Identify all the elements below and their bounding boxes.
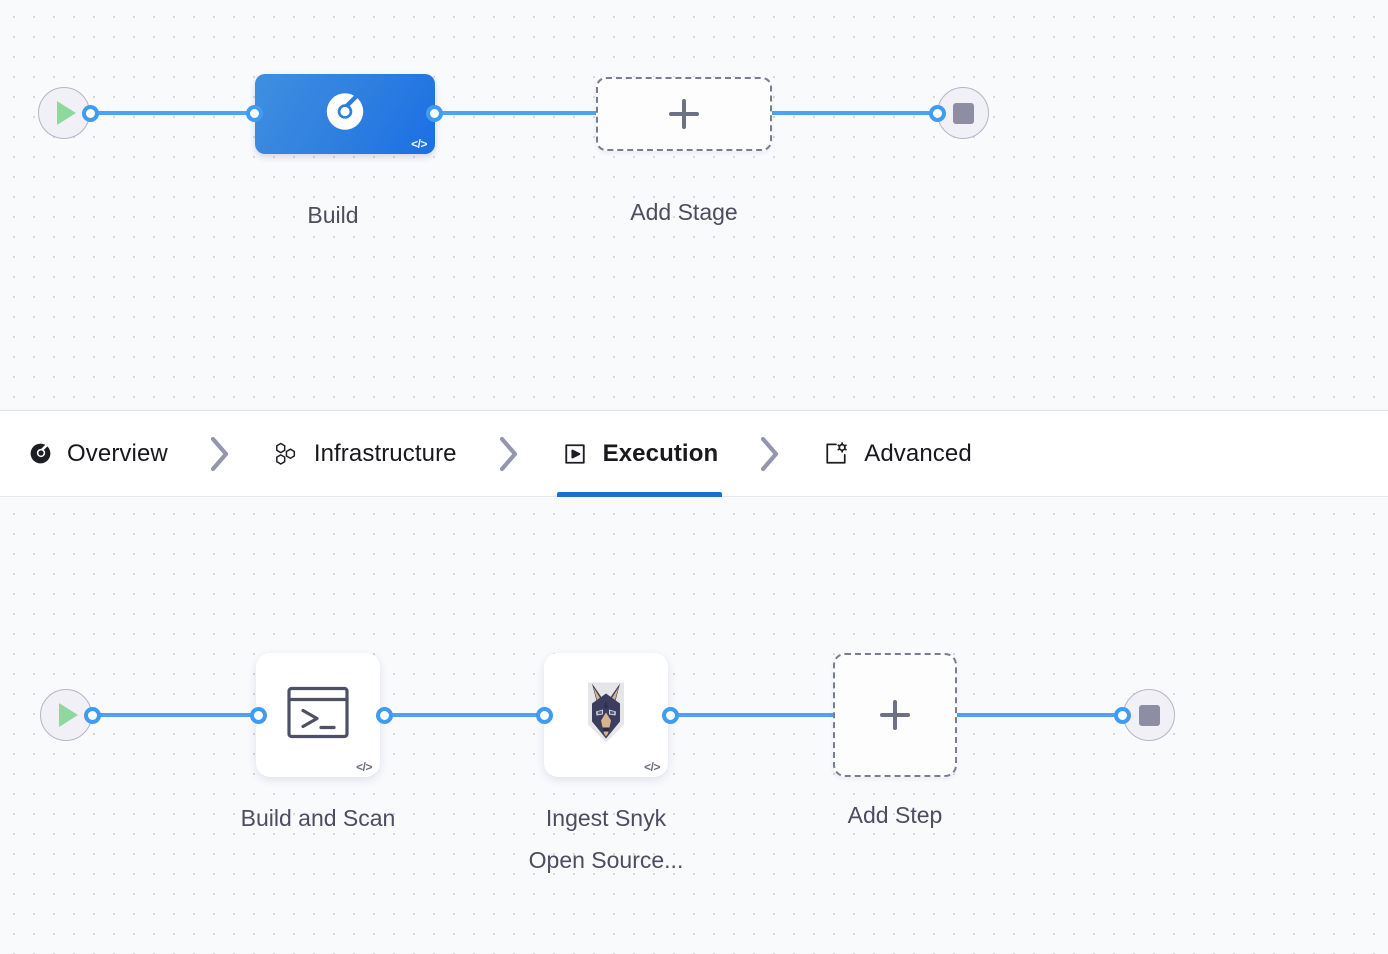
stage-label-build: Build <box>307 202 359 228</box>
link-buildscan-to-snyk <box>378 713 558 717</box>
stage-node-build[interactable]: </> <box>255 74 435 154</box>
connector-dot-end[interactable] <box>929 105 946 122</box>
snyk-doberman-icon <box>577 677 635 754</box>
connector-dot-buildscan-right[interactable] <box>376 707 393 724</box>
tab-advanced[interactable]: Advanced <box>818 410 976 497</box>
stop-icon <box>1138 704 1160 726</box>
play-icon <box>57 101 76 125</box>
connector-dot-build-in[interactable] <box>246 105 263 122</box>
execution-start-node[interactable] <box>40 689 92 741</box>
add-stage-button[interactable] <box>596 77 772 151</box>
connector-dot-exec-start[interactable] <box>84 707 101 724</box>
chevron-right-icon <box>172 410 268 497</box>
step-node-build-and-scan[interactable]: </> <box>256 653 380 777</box>
add-step-label: Add Step <box>847 802 943 828</box>
tab-label-execution: Execution <box>602 439 719 467</box>
plus-icon-vertical <box>893 700 897 730</box>
plus-icon-vertical <box>682 99 686 129</box>
harness-ci-icon <box>322 89 368 140</box>
step-label-ingest-snyk: Ingest Snyk Open Source... <box>528 805 684 873</box>
hexagons-icon <box>272 440 300 468</box>
execution-canvas[interactable]: </> Build and Scan <box>0 497 1388 954</box>
connector-dot-snyk-left[interactable] <box>536 707 553 724</box>
tab-infrastructure[interactable]: Infrastructure <box>268 410 461 497</box>
connector-dot-start[interactable] <box>82 105 99 122</box>
harness-ci-icon <box>28 441 53 466</box>
add-stage-label: Add Stage <box>630 199 738 225</box>
chevron-right-icon-2 <box>461 410 557 497</box>
tab-label-overview: Overview <box>67 439 168 467</box>
link-snyk-to-addstep <box>664 713 844 717</box>
tab-overview[interactable]: Overview <box>24 410 172 497</box>
code-badge: </> <box>411 137 427 151</box>
gear-corner-icon <box>822 440 850 468</box>
link-start-to-buildscan <box>86 713 266 717</box>
connector-dot-buildscan-left[interactable] <box>250 707 267 724</box>
link-build-to-addstage <box>428 111 608 115</box>
code-badge: </> <box>356 760 372 774</box>
tab-label-infrastructure: Infrastructure <box>313 439 457 467</box>
tab-execution[interactable]: Execution <box>556 410 723 497</box>
play-icon <box>59 703 78 727</box>
chevron-right-icon-3 <box>722 410 818 497</box>
connector-dot-snyk-right[interactable] <box>662 707 679 724</box>
connector-dot-exec-end[interactable] <box>1114 707 1131 724</box>
stop-icon <box>952 102 974 124</box>
stage-config-tabs: Overview Infrastructure <box>0 410 1388 497</box>
link-addstage-to-end <box>766 111 946 115</box>
link-addstep-to-end <box>952 713 1132 717</box>
connector-dot-build-out[interactable] <box>426 105 443 122</box>
step-node-ingest-snyk[interactable]: </> <box>544 653 668 777</box>
play-frame-icon <box>561 440 589 468</box>
tab-label-advanced: Advanced <box>864 439 972 467</box>
pipeline-start-node[interactable] <box>38 87 90 139</box>
execution-end-node[interactable] <box>1123 689 1175 741</box>
add-step-button[interactable] <box>833 653 957 777</box>
link-start-to-build <box>84 111 264 115</box>
code-badge: </> <box>644 760 660 774</box>
stage-canvas[interactable]: </> Build Add Stage <box>0 0 1388 410</box>
terminal-icon <box>286 685 350 746</box>
step-label-build-and-scan: Build and Scan <box>240 805 396 831</box>
